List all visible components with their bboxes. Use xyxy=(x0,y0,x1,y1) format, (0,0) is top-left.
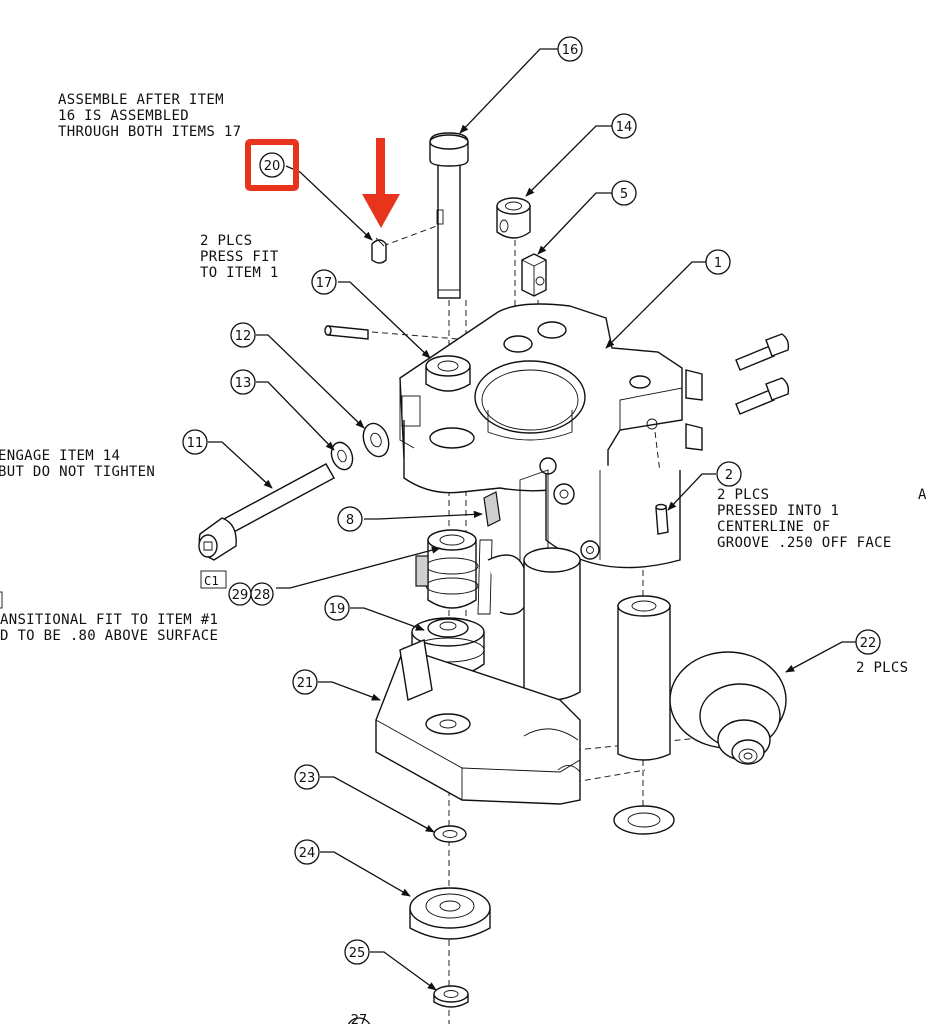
balloon-24: 24 xyxy=(294,839,320,865)
svg-text:8: 8 xyxy=(346,513,354,528)
svg-text:ENGAGE ITEM 14: ENGAGE ITEM 14 xyxy=(0,448,120,464)
balloon-5: 5 xyxy=(611,180,637,206)
balloon-8: 8 xyxy=(337,506,363,532)
balloon-27: 27 xyxy=(347,1013,371,1024)
svg-text:24: 24 xyxy=(299,846,316,861)
retaining-ring xyxy=(613,805,675,835)
balloon-25: 25 xyxy=(344,939,370,965)
svg-text:5: 5 xyxy=(620,187,628,202)
part-21-base-plate xyxy=(375,639,581,805)
part-8-clip xyxy=(483,491,501,527)
svg-text:21: 21 xyxy=(297,676,314,691)
balloon-20: 20 xyxy=(259,152,285,178)
svg-text:2 PLCS: 2 PLCS xyxy=(717,487,769,503)
balloon-1: 1 xyxy=(705,249,731,275)
part-14-barrel-nut xyxy=(496,197,531,239)
svg-text:23: 23 xyxy=(299,771,316,786)
balloon-13: 13 xyxy=(230,369,256,395)
balloon-28: 28 xyxy=(250,582,274,606)
balloon-12: 12 xyxy=(230,322,256,348)
svg-text:D TO BE .80 ABOVE SURFACE: D TO BE .80 ABOVE SURFACE xyxy=(0,628,218,644)
svg-text:28: 28 xyxy=(254,588,271,603)
part-13-washer xyxy=(330,441,354,471)
svg-text:PRESS FIT: PRESS FIT xyxy=(200,249,279,265)
note-assemble-after: ASSEMBLE AFTER ITEM 16 IS ASSEMBLED THRO… xyxy=(58,92,241,140)
balloon-19: 19 xyxy=(324,595,350,621)
part-12-washer xyxy=(362,422,390,458)
part-5-block xyxy=(521,253,547,297)
svg-text:20: 20 xyxy=(264,159,281,174)
balloon-11: 11 xyxy=(182,429,208,455)
svg-text:CENTERLINE OF: CENTERLINE OF xyxy=(717,519,830,535)
part-23-washer xyxy=(433,825,467,843)
note-press-fit: 2 PLCS PRESS FIT TO ITEM 1 xyxy=(200,233,279,281)
cut-off-tag xyxy=(0,591,3,609)
svg-text:11: 11 xyxy=(187,436,204,451)
svg-text:27: 27 xyxy=(351,1013,368,1024)
svg-text:17: 17 xyxy=(316,276,333,291)
part-17-bushing xyxy=(425,355,471,392)
svg-text:TO ITEM 1: TO ITEM 1 xyxy=(200,265,279,281)
note-item22-qty: 2 PLCS xyxy=(856,660,908,676)
note-pressed-into-1: 2 PLCS PRESSED INTO 1 CENTERLINE OF GROO… xyxy=(717,487,892,551)
svg-text:THROUGH BOTH ITEMS 17: THROUGH BOTH ITEMS 17 xyxy=(58,124,241,140)
svg-text:1: 1 xyxy=(714,256,722,271)
part-29-28-pulley-assembly xyxy=(415,529,529,615)
svg-text:2 PLCS: 2 PLCS xyxy=(200,233,252,249)
highlight-box xyxy=(245,139,299,191)
cap-screw-lower xyxy=(735,377,790,415)
svg-text:PRESSED INTO 1: PRESSED INTO 1 xyxy=(717,503,839,519)
part-11-cap-screw xyxy=(198,463,335,561)
svg-text:ASSEMBLE AFTER ITEM: ASSEMBLE AFTER ITEM xyxy=(58,92,224,108)
part-22-wheel xyxy=(669,651,787,765)
svg-text:C1: C1 xyxy=(204,574,219,588)
svg-text:25: 25 xyxy=(349,946,366,961)
part-25-washer xyxy=(433,985,469,1008)
part-2-dowel-pin xyxy=(655,503,669,535)
svg-text:13: 13 xyxy=(235,376,252,391)
svg-text:19: 19 xyxy=(329,602,346,617)
balloon-14: 14 xyxy=(611,113,637,139)
dowel-pin-upper xyxy=(324,325,369,340)
svg-text:12: 12 xyxy=(235,329,252,344)
note-engage-item-14: ENGAGE ITEM 14 BUT DO NOT TIGHTEN xyxy=(0,448,155,480)
svg-text:GROOVE .250 OFF FACE: GROOVE .250 OFF FACE xyxy=(717,535,892,551)
svg-text:14: 14 xyxy=(616,120,633,135)
leader-lines xyxy=(208,48,856,991)
note-transitional-fit: ANSITIONAL FIT TO ITEM #1 D TO BE .80 AB… xyxy=(0,612,218,644)
svg-text:ANSITIONAL FIT TO ITEM #1: ANSITIONAL FIT TO ITEM #1 xyxy=(0,612,218,628)
part-16-pin xyxy=(429,132,469,299)
cap-screw-upper xyxy=(735,333,790,371)
note-edge-a: A xyxy=(918,487,927,503)
part-24-pulley xyxy=(409,887,491,940)
balloon-17: 17 xyxy=(311,269,337,295)
roller-upper xyxy=(523,547,581,701)
spacer-tube xyxy=(617,595,671,761)
balloon-22: 22 xyxy=(855,629,881,655)
svg-text:16: 16 xyxy=(562,43,579,58)
svg-text:22: 22 xyxy=(860,636,877,651)
highlight-arrow xyxy=(362,138,400,228)
balloon-29: 29 xyxy=(228,582,252,606)
svg-text:16 IS ASSEMBLED: 16 IS ASSEMBLED xyxy=(58,108,189,124)
balloon-23: 23 xyxy=(294,764,320,790)
balloon-21: 21 xyxy=(292,669,318,695)
balloon-16: 16 xyxy=(557,36,583,62)
svg-text:BUT DO NOT TIGHTEN: BUT DO NOT TIGHTEN xyxy=(0,464,155,480)
part-20-key xyxy=(371,237,387,264)
balloon-2: 2 xyxy=(716,461,742,487)
svg-text:2: 2 xyxy=(725,468,733,483)
svg-text:29: 29 xyxy=(232,588,249,603)
c1-tag: C1 xyxy=(200,570,227,589)
